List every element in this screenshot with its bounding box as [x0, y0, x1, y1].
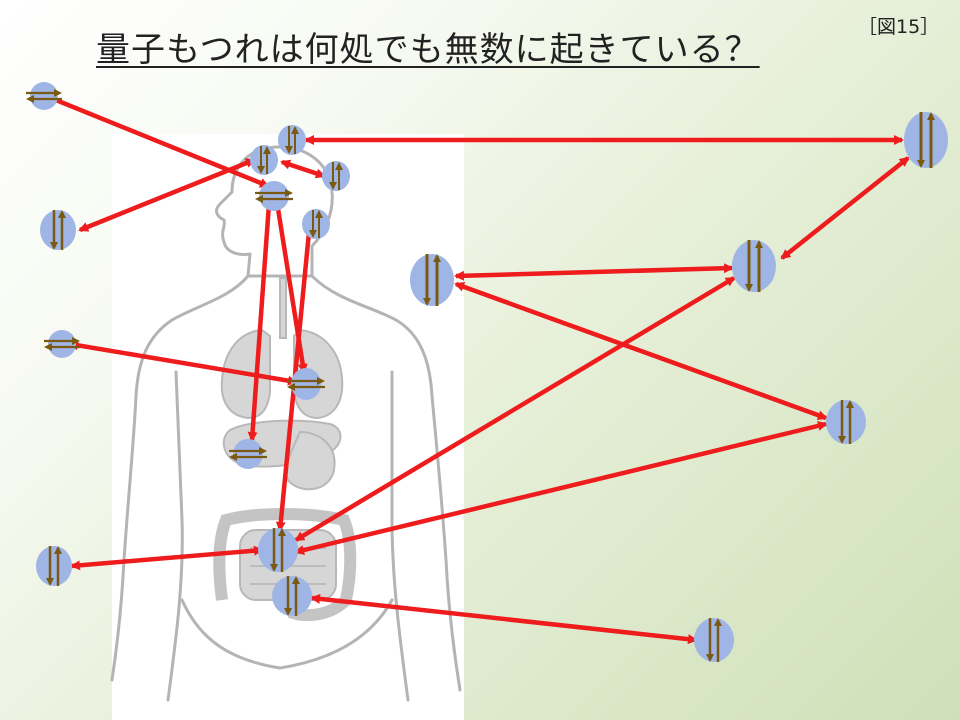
spin-particle-icon: [272, 576, 312, 616]
entanglement-arrow: [454, 281, 828, 421]
spin-particle-icon: [36, 546, 72, 586]
spin-particle-icon: [287, 368, 325, 400]
spin-particle-icon: [302, 209, 330, 239]
spin-particle-icon: [250, 145, 278, 175]
entanglement-arrow: [44, 93, 270, 189]
entanglement-arrows: [44, 93, 910, 645]
spin-particle-icon: [255, 181, 293, 211]
entanglement-arrow: [310, 593, 698, 645]
entanglement-arrow: [247, 188, 275, 442]
entanglement-arrow: [78, 157, 256, 233]
entanglement-arrow: [780, 156, 910, 260]
spin-particle-icon: [410, 254, 454, 306]
spin-particle-icon: [258, 528, 298, 572]
right-arm-inner: [390, 370, 410, 702]
spin-particle-icon: [26, 82, 62, 110]
spin-particle-icon: [732, 240, 776, 292]
slide-title: 量子もつれは何処でも無数に起きている？: [96, 30, 760, 70]
spin-particle-icon: [40, 210, 76, 250]
spin-particle-icon: [278, 125, 306, 155]
torso-outline-right: [310, 274, 462, 692]
entanglement-arrow: [70, 545, 264, 571]
entanglement-arrow: [68, 340, 298, 386]
spin-particle-icon: [44, 330, 80, 358]
spin-particle-icon: [904, 112, 948, 168]
entanglement-arrow: [294, 421, 828, 555]
spin-particle-icon: [826, 400, 866, 444]
figure-label: ［図15］: [858, 16, 940, 38]
torso-outline: [110, 274, 250, 682]
entanglement-arrow: [280, 159, 326, 179]
left-arm-inner: [166, 370, 184, 702]
trachea: [279, 277, 287, 339]
spin-particle-icon: [322, 161, 350, 191]
spin-particle-icon: [229, 439, 267, 469]
entanglement-arrow: [454, 263, 734, 281]
entangled-particles: [26, 82, 948, 662]
spin-particle-icon: [694, 618, 734, 662]
